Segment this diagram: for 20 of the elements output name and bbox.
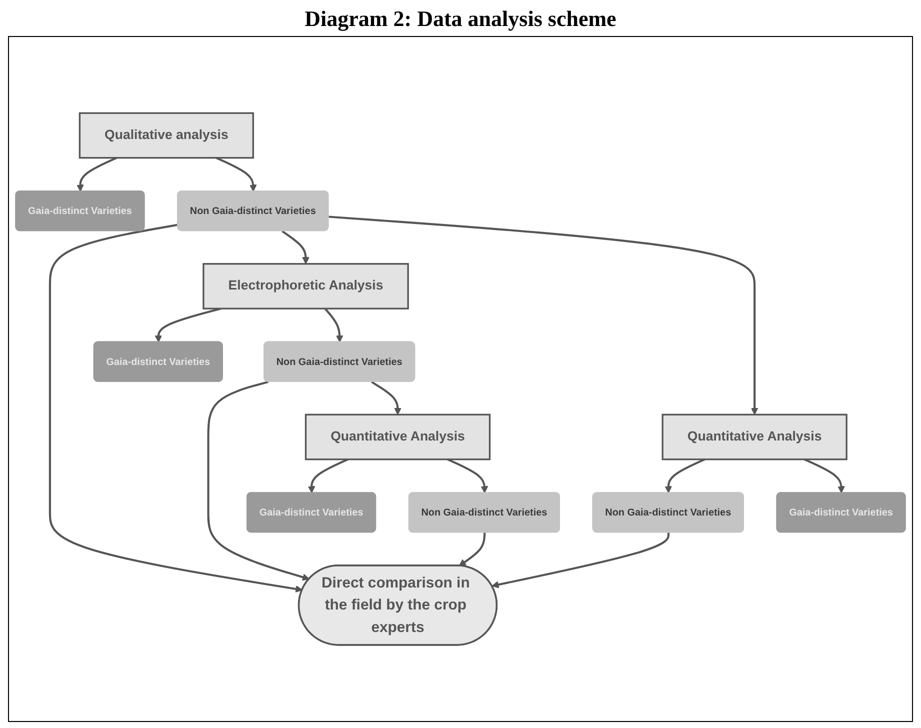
arrow [207,380,310,581]
arrow [216,156,257,192]
arrow [282,230,310,264]
node-box: Qualitative analysis [78,112,254,159]
arrow [154,308,222,342]
node-box: Quantitative Analysis [662,414,848,460]
arrow [76,156,118,192]
arrow [664,458,706,494]
arrow [328,216,758,415]
arrow [446,458,488,494]
node-box: Quantitative Analysis [304,414,491,460]
arrow [371,381,402,415]
arrow [458,532,486,566]
arrow [324,308,344,342]
arrow [804,458,845,494]
node-box: Electrophoretic Analysis [202,263,409,310]
arrow [48,224,303,593]
diagram-title: Diagram 2: Data analysis scheme [304,6,616,32]
arrow [492,532,670,588]
arrow [308,458,348,494]
